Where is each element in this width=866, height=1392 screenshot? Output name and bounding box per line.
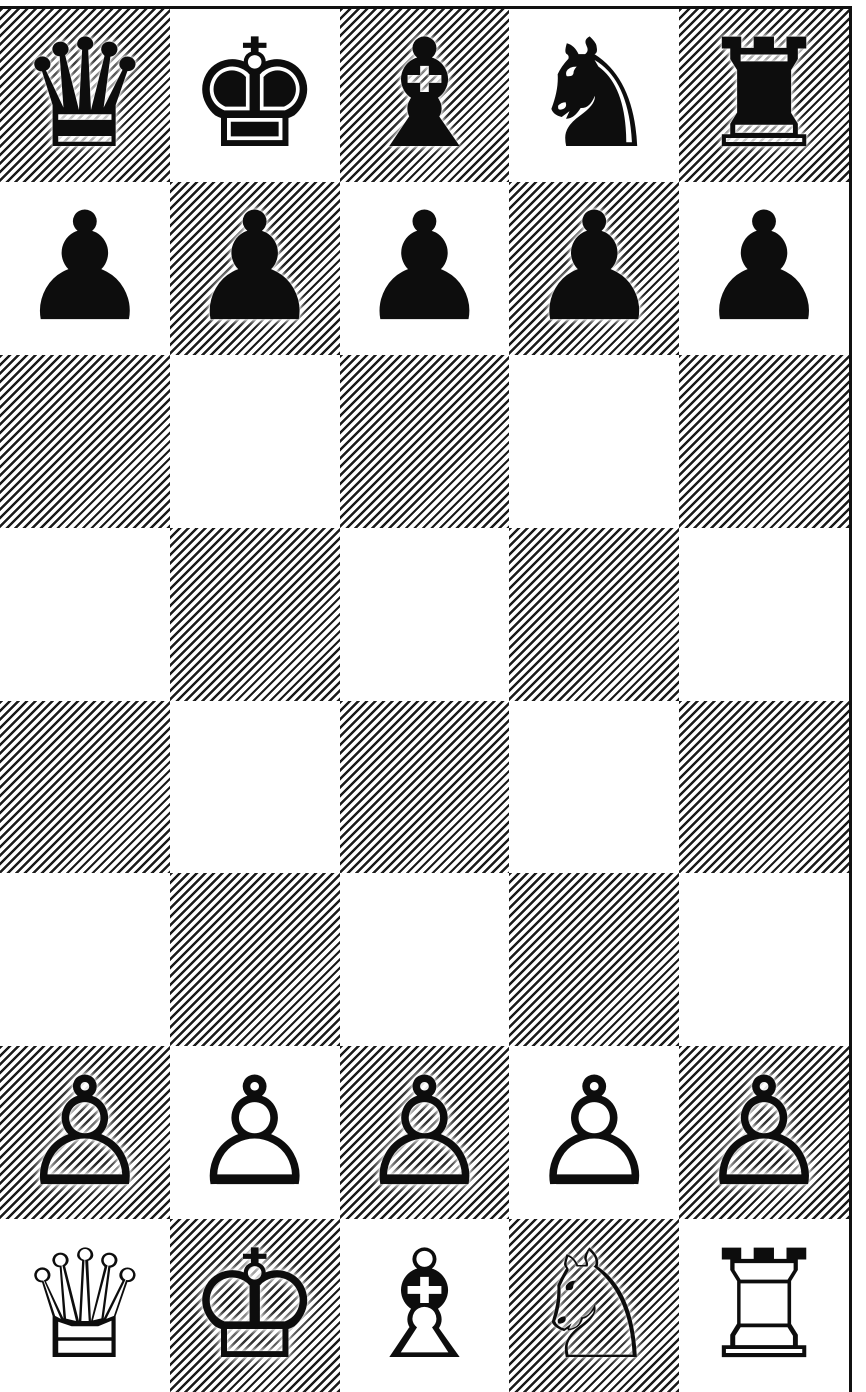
- board-square-r4-c2[interactable]: [169, 527, 340, 701]
- black-king-icon[interactable]: ♚: [187, 9, 322, 182]
- white-pawn-icon[interactable]: ♙: [696, 1046, 832, 1220]
- black-pawn-icon[interactable]: ♟: [527, 181, 662, 355]
- board-square-r1-c1[interactable]: ♛: [0, 9, 170, 182]
- black-pawn-icon[interactable]: ♟: [187, 181, 322, 355]
- board-square-r7-c3[interactable]: ♙: [339, 1046, 510, 1220]
- board-square-r4-c5[interactable]: [679, 527, 849, 701]
- board-square-r8-c5[interactable]: ♖: [679, 1219, 849, 1392]
- white-knight-icon[interactable]: ♘: [527, 1219, 662, 1392]
- board-square-r2-c4[interactable]: ♟: [509, 181, 680, 355]
- board-square-r1-c4[interactable]: ♞: [509, 9, 680, 182]
- board-square-r7-c2[interactable]: ♙: [169, 1046, 340, 1220]
- white-king-icon[interactable]: ♔: [187, 1219, 322, 1392]
- board-square-r2-c2[interactable]: ♟: [169, 181, 340, 355]
- board-square-r4-c4[interactable]: [509, 527, 680, 701]
- black-rook-icon[interactable]: ♜: [696, 9, 832, 182]
- board-square-r1-c5[interactable]: ♜: [679, 9, 849, 182]
- black-queen-icon[interactable]: ♛: [17, 9, 153, 182]
- board-square-r6-c2[interactable]: [169, 873, 340, 1047]
- board-square-r1-c3[interactable]: ♝: [339, 9, 510, 182]
- chess-board: ♛♚♝♞♜♟♟♟♟♟♙♙♙♙♙♕♔♗♘♖: [0, 6, 852, 1392]
- board-square-r6-c1[interactable]: [0, 873, 170, 1047]
- board-square-r7-c1[interactable]: ♙: [0, 1046, 170, 1220]
- white-pawn-icon[interactable]: ♙: [187, 1046, 322, 1220]
- board-square-r8-c3[interactable]: ♗: [339, 1219, 510, 1392]
- board-square-r8-c4[interactable]: ♘: [509, 1219, 680, 1392]
- board-square-r5-c4[interactable]: [509, 700, 680, 874]
- board-square-r5-c1[interactable]: [0, 700, 170, 874]
- board-square-r8-c1[interactable]: ♕: [0, 1219, 170, 1392]
- black-pawn-icon[interactable]: ♟: [357, 181, 492, 355]
- board-square-r5-c2[interactable]: [169, 700, 340, 874]
- black-bishop-icon[interactable]: ♝: [357, 9, 492, 182]
- board-square-r3-c2[interactable]: [169, 354, 340, 528]
- black-knight-icon[interactable]: ♞: [527, 9, 662, 182]
- black-pawn-icon[interactable]: ♟: [696, 181, 832, 355]
- board-square-r4-c3[interactable]: [339, 527, 510, 701]
- board-square-r5-c3[interactable]: [339, 700, 510, 874]
- board-square-r2-c5[interactable]: ♟: [679, 181, 849, 355]
- board-square-r2-c3[interactable]: ♟: [339, 181, 510, 355]
- black-pawn-icon[interactable]: ♟: [17, 181, 153, 355]
- board-square-r6-c3[interactable]: [339, 873, 510, 1047]
- board-square-r8-c2[interactable]: ♔: [169, 1219, 340, 1392]
- white-pawn-icon[interactable]: ♙: [357, 1046, 492, 1220]
- white-rook-icon[interactable]: ♖: [696, 1219, 832, 1392]
- board-square-r3-c1[interactable]: [0, 354, 170, 528]
- board-square-r4-c1[interactable]: [0, 527, 170, 701]
- board-square-r3-c5[interactable]: [679, 354, 849, 528]
- board-square-r3-c4[interactable]: [509, 354, 680, 528]
- white-pawn-icon[interactable]: ♙: [527, 1046, 662, 1220]
- white-bishop-icon[interactable]: ♗: [357, 1219, 492, 1392]
- board-square-r3-c3[interactable]: [339, 354, 510, 528]
- board-square-r6-c4[interactable]: [509, 873, 680, 1047]
- board-square-r2-c1[interactable]: ♟: [0, 181, 170, 355]
- white-queen-icon[interactable]: ♕: [17, 1219, 153, 1392]
- board-square-r6-c5[interactable]: [679, 873, 849, 1047]
- board-square-r7-c5[interactable]: ♙: [679, 1046, 849, 1220]
- board-square-r5-c5[interactable]: [679, 700, 849, 874]
- board-square-r7-c4[interactable]: ♙: [509, 1046, 680, 1220]
- white-pawn-icon[interactable]: ♙: [17, 1046, 153, 1220]
- board-square-r1-c2[interactable]: ♚: [169, 9, 340, 182]
